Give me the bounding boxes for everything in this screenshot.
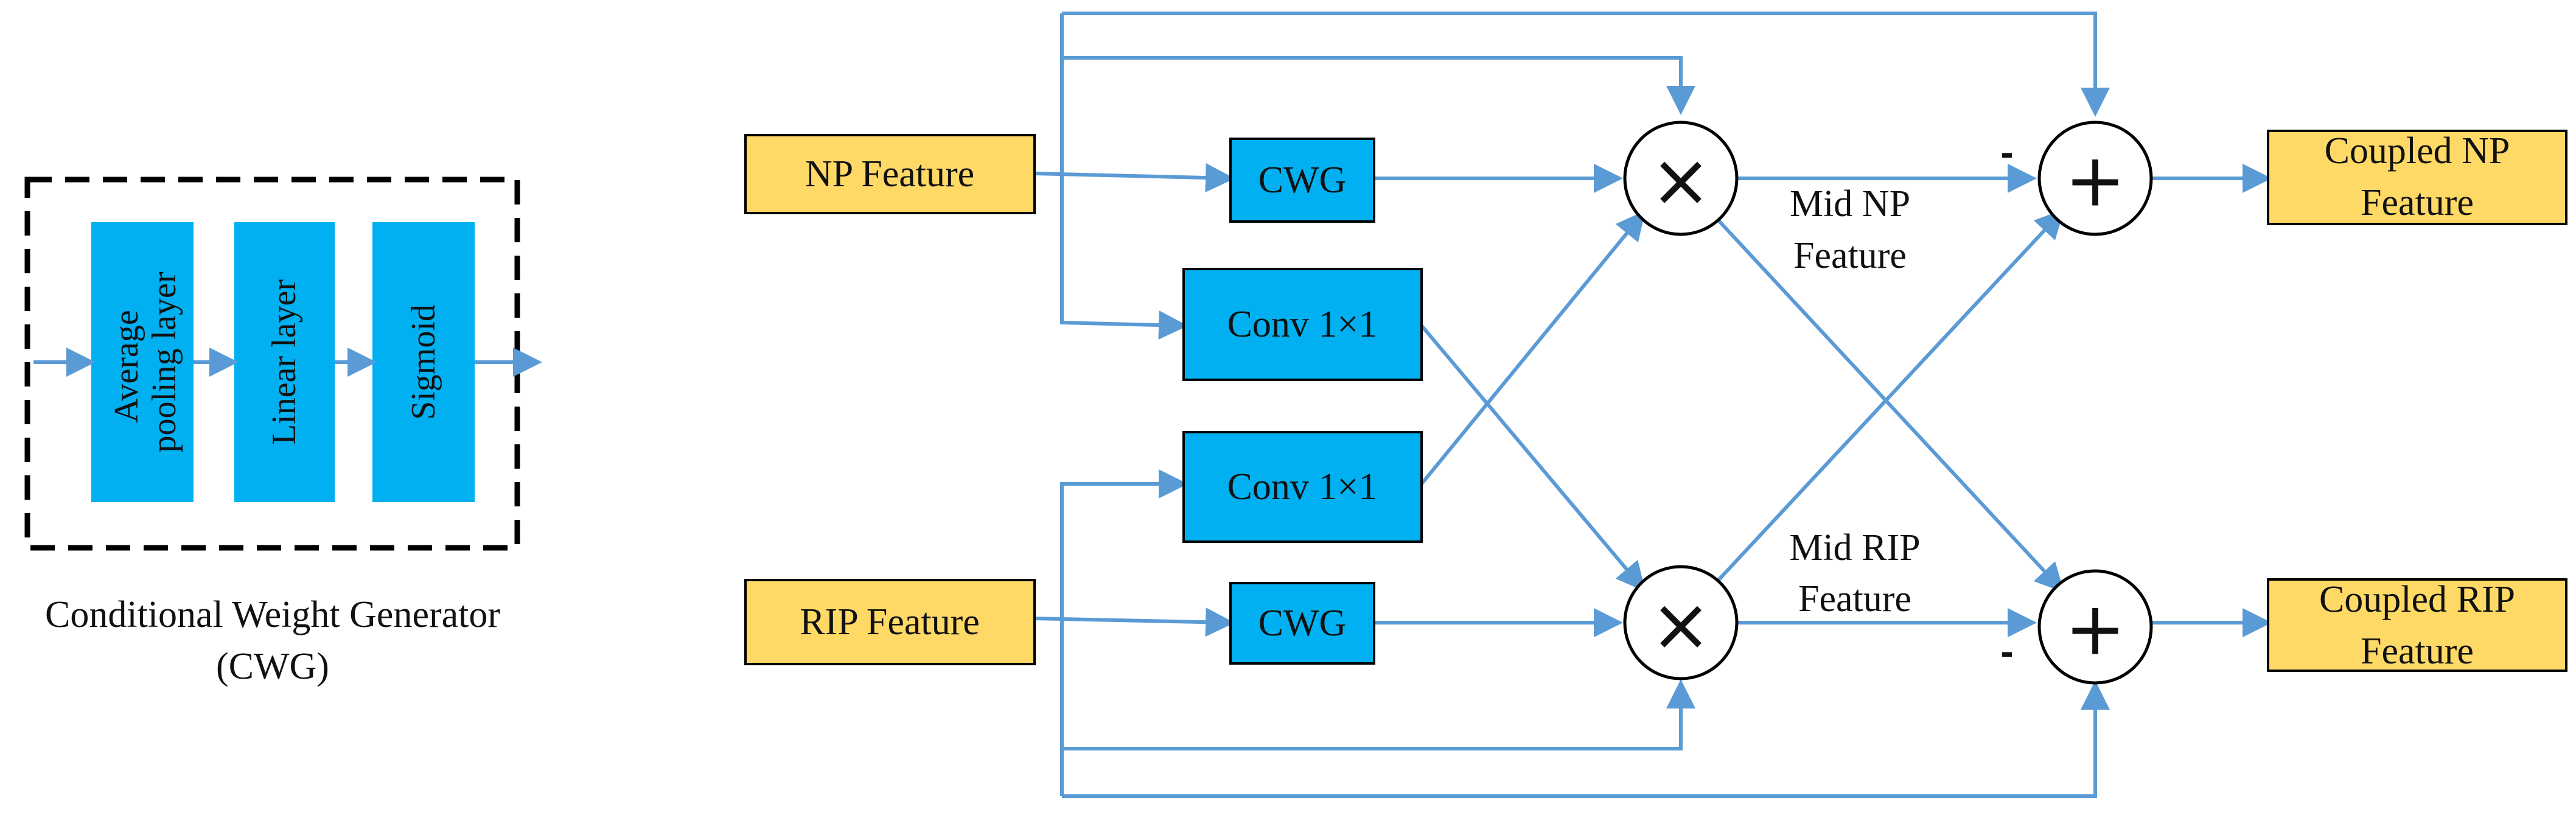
np-skip-to-multiply (1062, 56, 1695, 115)
rip-branch-vertical (1060, 469, 1188, 796)
rip-feature-box (744, 579, 1036, 665)
cwg-caption-line1: Conditional Weight Generator (45, 594, 500, 635)
mid-np-label-line1: Mid NP (1790, 183, 1910, 225)
coupled-rip-feature-box (2267, 578, 2567, 672)
cwg-caption-line2: (CWG) (216, 646, 329, 687)
cwg-layer-linear-label: Linear layer (265, 279, 303, 445)
np-branch-vertical (1060, 13, 1188, 340)
cwg-layer-sigmoid-label: Sigmoid (405, 304, 442, 420)
coupled-np-label-line2: Feature (2361, 182, 2474, 223)
cwg-dashed-frame (24, 177, 520, 551)
cwg-layer-pooling-label: Average pooling layer (108, 271, 183, 452)
minus-sign-bottom: - (2000, 629, 2013, 673)
coupled-np-feature-box (2267, 130, 2567, 225)
connections (1034, 12, 2272, 798)
np-feature-box (744, 134, 1036, 214)
multiply-bottom-to-add-top (1707, 209, 2065, 592)
np-skip-to-add (1062, 12, 2110, 117)
cwg-block-bottom (1229, 582, 1375, 665)
multiply-top-symbol: × (1650, 139, 1712, 223)
conv-block-top (1182, 268, 1423, 381)
add-operator-bottom (2037, 569, 2153, 685)
cwg-block-top (1229, 138, 1375, 223)
mid-rip-label-line1: Mid RIP (1789, 527, 1920, 568)
cwg-layer-linear (234, 222, 335, 502)
cwg-layer-sigmoid (372, 222, 475, 502)
multiply-bottom-symbol: × (1650, 583, 1712, 668)
rip-to-cwg-line (1034, 607, 1235, 637)
minus-sign-top: - (2000, 130, 2013, 174)
coupled-rip-label-line2: Feature (2361, 631, 2474, 672)
conv-block-top-label: Conv 1×1 (1227, 304, 1378, 345)
mid-np-label-line2: Feature (1793, 235, 1907, 276)
rip-feature-label: RIP Feature (800, 601, 980, 643)
cwg-layer-pooling (91, 222, 194, 502)
mid-rip-label-line2: Feature (1798, 578, 1911, 620)
multiply-operator-bottom (1623, 565, 1739, 680)
add-bottom-symbol: + (2065, 587, 2126, 672)
rip-skip-to-multiply (1062, 679, 1695, 750)
cwg-block-top-label: CWG (1258, 159, 1347, 201)
add-top-symbol: + (2065, 139, 2126, 223)
conv-block-bottom (1182, 431, 1423, 543)
conv-bottom-to-multiply-top (1420, 211, 1646, 485)
coupled-rip-label-line1: Coupled RIP (2319, 579, 2515, 620)
conv-block-bottom-label: Conv 1×1 (1227, 466, 1378, 508)
coupled-np-label-line1: Coupled NP (2325, 130, 2510, 172)
cwg-layer-pooling-line2: pooling layer (145, 271, 183, 452)
cwg-block-bottom-label: CWG (1258, 603, 1347, 644)
add-operator-top (2037, 121, 2153, 236)
np-to-cwg-line (1034, 163, 1235, 193)
cwg-layer-pooling-line1: Average (108, 310, 145, 423)
multiply-operator-top (1623, 121, 1739, 236)
rip-skip-to-add (1062, 680, 2110, 798)
conv-top-to-multiply-bottom (1420, 324, 1646, 592)
np-feature-label: NP Feature (805, 153, 974, 195)
